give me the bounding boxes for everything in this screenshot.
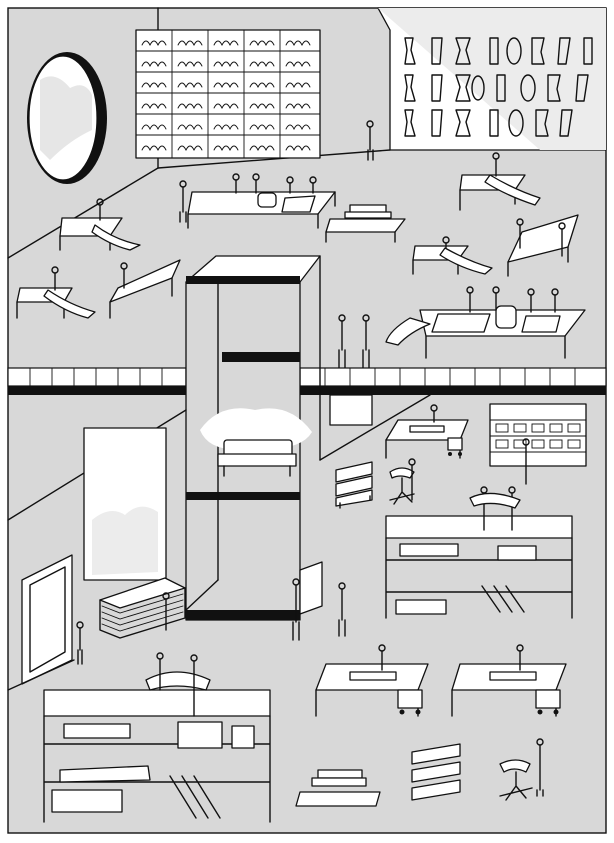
fabric-shelf-icon [43,652,271,823]
pattern-wall-icon [404,37,593,137]
shoe-rack-icon [411,743,461,801]
worktable-icon [187,191,336,229]
elevator-icon [185,255,321,621]
fabric-stack [76,577,186,665]
lower-right-room [319,394,587,619]
fabric-shelf-icon [489,403,587,467]
upper-room-walls [7,7,607,259]
floor-band [7,367,607,395]
sofa-icon [200,408,312,477]
fabric-shelf-icon [385,515,573,619]
lower-worktables [295,644,567,807]
worktable-icon [59,217,141,251]
worktable-icon [507,214,579,277]
worktable-icon [385,305,586,359]
worktable-icon [109,259,181,319]
worktable-icon [16,287,96,319]
fabric-stack [295,769,381,807]
worktable-icon [451,663,567,717]
worktable-icon [315,663,429,717]
upper-worktables [16,174,586,359]
lower-center [292,561,346,641]
lower-left-walls [7,409,187,691]
worktable-icon [385,419,469,459]
round-window-icon [27,52,107,184]
figure-icon [51,120,566,373]
worktable-icon [325,204,406,243]
worktable-icon [459,174,541,211]
worktable-icon [412,245,493,275]
shoe-rack-icon [335,461,373,509]
stool-icon [499,759,533,801]
stool-icon [389,467,415,505]
specimen-shelf-icon [135,29,321,159]
